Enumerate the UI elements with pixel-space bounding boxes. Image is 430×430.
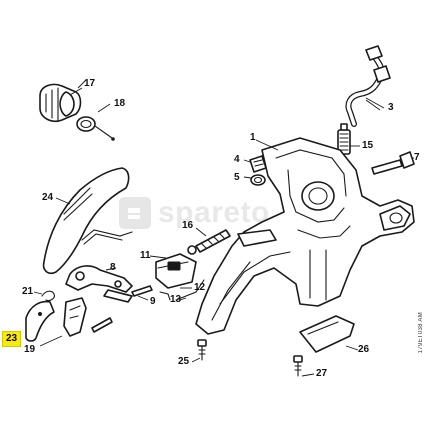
- drawing-code: 179ET038 AM: [418, 312, 424, 354]
- part-7-bolt: [371, 151, 415, 175]
- leader-lines: [77, 79, 381, 111]
- part-1-housing: [195, 137, 415, 335]
- part-27-screw: [293, 355, 315, 377]
- part-15-fuel-filter: [337, 123, 360, 155]
- callout-23[interactable]: 23: [2, 331, 22, 347]
- part-9-pin: [131, 285, 153, 301]
- part-11-switch: [149, 253, 197, 289]
- part-roll-pin: [91, 317, 113, 333]
- callout-9: 9: [150, 296, 156, 307]
- callout-1: 1: [250, 132, 256, 143]
- callout-24: 24: [42, 192, 54, 203]
- watermark-logo: [118, 196, 152, 230]
- callout-8: 8: [110, 262, 116, 273]
- callout-21: 21: [22, 286, 34, 297]
- part-19-interlock: [39, 297, 87, 347]
- callout-16: 16: [182, 220, 194, 231]
- part-4-plug: [243, 155, 267, 173]
- part-16-screw: [187, 227, 231, 255]
- callout-18: 18: [114, 98, 126, 109]
- part-3-fuel-hose: [345, 45, 391, 127]
- callout-17: 17: [84, 78, 96, 89]
- part-21-spring: [33, 290, 55, 302]
- part-13-ground-wire: [175, 279, 205, 301]
- callout-4: 4: [234, 154, 240, 165]
- callout-11: 11: [140, 250, 151, 261]
- part-26-plate: [299, 315, 359, 353]
- part-25-screw: [191, 339, 207, 363]
- callout-15: 15: [362, 140, 374, 151]
- callout-19: 19: [24, 344, 36, 355]
- callout-12: 12: [194, 282, 206, 293]
- callout-5: 5: [234, 172, 240, 183]
- part-24-cover: [42, 167, 130, 275]
- callout-25: 25: [178, 356, 190, 367]
- part-18-oring: [76, 103, 115, 141]
- callout-26: 26: [358, 344, 370, 355]
- part-5-seal: [243, 174, 266, 186]
- callout-27: 27: [316, 368, 328, 379]
- part-wire-spring: [81, 229, 133, 245]
- part-23-throttle-trigger: [25, 300, 55, 342]
- callout-7: 7: [414, 152, 420, 163]
- part-8-lever: [65, 265, 133, 303]
- callout-3: 3: [388, 102, 394, 113]
- part-12-contact-spring: [159, 287, 192, 301]
- part-17-oil-pump: [39, 83, 83, 123]
- callout-13: 13: [170, 294, 182, 305]
- watermark-text: spareto: [158, 196, 270, 229]
